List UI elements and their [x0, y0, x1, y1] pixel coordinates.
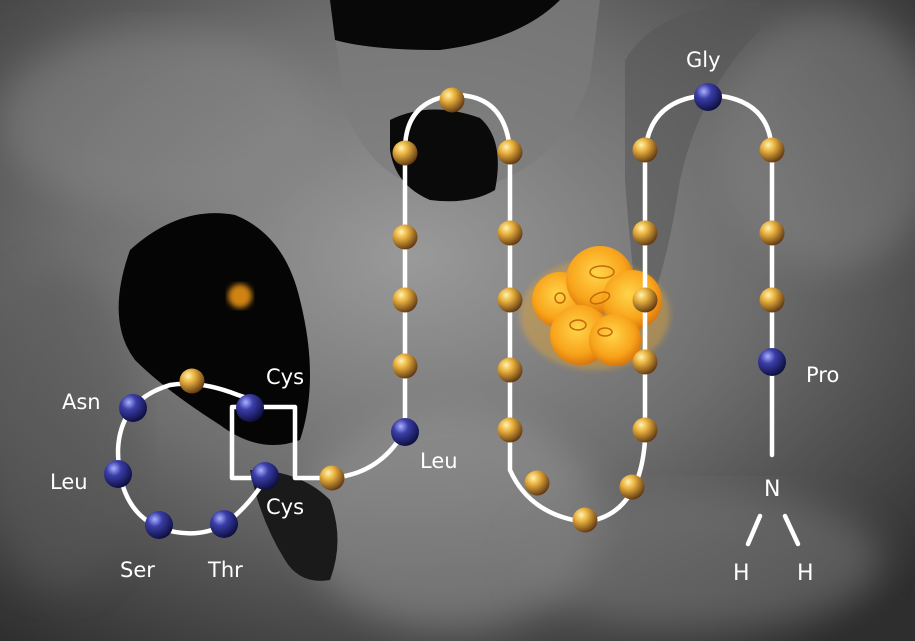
- residue-bead-gold: [498, 288, 523, 313]
- terminus-hydrogen-left: H: [733, 561, 750, 586]
- residue-bead-gold: [498, 358, 523, 383]
- residue-bead-gold: [525, 471, 550, 496]
- residue-bead-blue: [236, 394, 264, 422]
- residue-bead-gold: [760, 288, 785, 313]
- label-leu-right: Leu: [420, 449, 458, 473]
- residue-bead-blue: [145, 511, 173, 539]
- ligand-fragment: [228, 284, 252, 308]
- residue-bead-gold: [320, 466, 345, 491]
- residue-bead-gold: [573, 508, 598, 533]
- residue-bead-gold: [393, 288, 418, 313]
- terminus-nitrogen: N: [764, 477, 780, 502]
- residue-bead-blue: [119, 394, 147, 422]
- residue-bead-gold: [393, 141, 418, 166]
- residue-bead-gold: [633, 418, 658, 443]
- residue-bead-gold: [760, 138, 785, 163]
- label-gly: Gly: [686, 48, 721, 72]
- residue-bead-blue: [210, 510, 238, 538]
- label-thr: Thr: [207, 558, 243, 582]
- label-cys-bottom: Cys: [266, 495, 304, 519]
- residue-bead-blue: [694, 83, 722, 111]
- residue-bead-gold: [498, 140, 523, 165]
- residue-bead-gold: [440, 88, 465, 113]
- residue-bead-gold: [393, 225, 418, 250]
- residue-bead-gold: [620, 475, 645, 500]
- residue-bead-blue: [104, 460, 132, 488]
- label-cys-top: Cys: [266, 365, 304, 389]
- label-asn: Asn: [62, 390, 101, 414]
- residue-bead-blue: [758, 348, 786, 376]
- residue-bead-gold: [633, 350, 658, 375]
- residue-bead-gold: [633, 138, 658, 163]
- label-ser: Ser: [120, 558, 155, 582]
- residue-bead-gold: [180, 369, 205, 394]
- residue-bead-blue: [251, 462, 279, 490]
- residue-bead-blue: [391, 418, 419, 446]
- residue-bead-gold: [633, 221, 658, 246]
- label-leu-left: Leu: [50, 470, 88, 494]
- residue-bead-gold: [498, 418, 523, 443]
- label-pro: Pro: [806, 363, 839, 387]
- terminus-hydrogen-right: H: [797, 561, 814, 586]
- residue-bead-gold: [760, 221, 785, 246]
- residue-bead-gold: [393, 354, 418, 379]
- residue-bead-gold: [498, 221, 523, 246]
- residue-bead-gold: [633, 288, 658, 313]
